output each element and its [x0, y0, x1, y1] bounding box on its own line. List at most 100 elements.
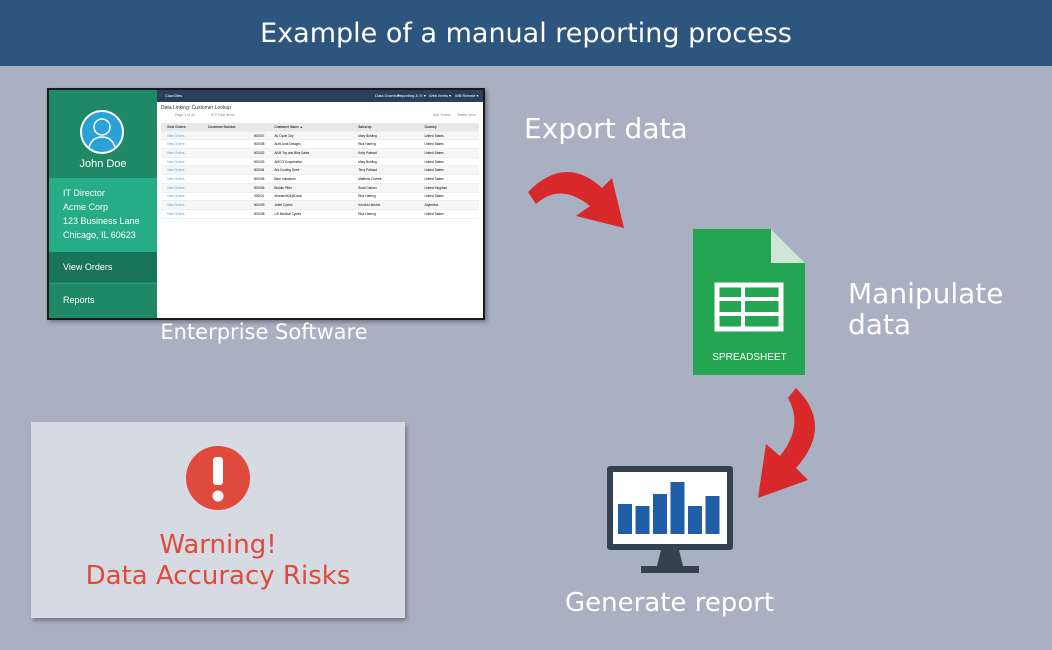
table-cell: United States [424, 159, 444, 164]
report-bar [705, 496, 720, 534]
add-orders-button[interactable]: Add Orders [433, 113, 451, 117]
grid-toolbar: Page 1 of 43 572 Total Items Add Orders … [161, 112, 479, 120]
grid-header-cell[interactable]: Customer Number [207, 124, 236, 129]
user-company: Acme Corp [63, 202, 109, 212]
item-count: 572 Total Items [211, 113, 235, 117]
exclamation-icon [186, 446, 250, 510]
table-cell: Scott Carbon [358, 185, 377, 190]
table-cell: 000009 [253, 203, 265, 208]
user-title: IT Director [63, 188, 105, 198]
menu-item[interactable]: Will Rennie ▾ [455, 93, 479, 98]
view-orders-link[interactable]: View Orders [167, 133, 185, 138]
table-cell: AV Cycle City [274, 133, 294, 138]
table-row: View Orders 000006 Buildis Piller Scott Car… [161, 183, 479, 193]
table-cell: Matthew Corbett [358, 176, 382, 181]
table-cell: 000006 [253, 185, 265, 190]
table-cell: Aloft Junk Designs [274, 142, 301, 147]
profile-panel: John Doe [49, 90, 157, 178]
table-cell: United States [424, 142, 444, 147]
warning-line2: Data Accuracy Risks [85, 561, 351, 591]
view-orders-link[interactable]: View Orders [167, 194, 185, 199]
grid-header-cell[interactable]: View Orders [167, 124, 186, 129]
report-bar [635, 506, 650, 534]
table-cell: Rick Harring [358, 142, 376, 147]
view-orders-link[interactable]: View Orders [167, 185, 185, 190]
manipulate-line1: Manipulate [848, 277, 1004, 310]
table-cell: 000011 [253, 194, 265, 199]
nav-view-orders[interactable]: View Orders [49, 252, 157, 282]
table-cell: Kendra Hendrix [358, 203, 381, 208]
table-cell: Argentina [424, 203, 439, 208]
view-orders-link[interactable]: View Orders [167, 211, 185, 216]
report-bar [688, 506, 702, 534]
delete-view-button[interactable]: Delete View [457, 113, 476, 117]
table-cell: Rick Harring [358, 194, 376, 199]
view-orders-link[interactable]: View Orders [167, 176, 185, 181]
view-orders-link[interactable]: View Orders [167, 168, 185, 173]
table-cell: Ark Cooling Ones [274, 168, 300, 173]
manipulate-line2: data [848, 308, 912, 341]
banner-title: Example of a manual reporting process [0, 0, 1052, 66]
view-orders-link[interactable]: View Orders [167, 203, 185, 208]
table-cell: Mary Bohling [358, 133, 377, 138]
table-cell: United States [424, 150, 444, 155]
table-cell: United Kingdom [424, 185, 448, 190]
table-cell: 000008 [253, 142, 265, 147]
table-cell: 000005 [253, 176, 265, 181]
grid-header-row: View Orders Customer Number Customer Nam… [161, 123, 479, 132]
enterprise-software-screenshot: John Doe IT Director Acme Corp 123 Busin… [47, 88, 485, 320]
table-cell: 000002 [253, 150, 265, 155]
warning-line1: Warning! [159, 530, 277, 560]
table-cell: United States [424, 211, 444, 216]
user-name: John Doe [79, 158, 127, 170]
table-cell: Mary Bohling [358, 159, 377, 164]
table-cell: dbrealm004@Lada [274, 194, 302, 199]
table-cell: Buildis Piller [274, 185, 292, 190]
table-row: View Orders 000007 AV Cycle City Mary Bohli… [161, 131, 479, 141]
nav-reports[interactable]: Reports [49, 283, 157, 318]
table-cell: 000007 [253, 133, 265, 138]
table-cell: 000008 [253, 211, 265, 216]
enterprise-software-caption: Enterprise Software [160, 320, 368, 344]
table-cell: United States [424, 176, 444, 181]
report-bar [670, 482, 685, 534]
view-orders-link[interactable]: View Orders [167, 159, 185, 164]
app-topbar: CiaoSites Data Grants ▾ Reporting & ⊙ ▾ … [157, 90, 483, 102]
menu-item[interactable]: Data Grants ▾ [375, 93, 400, 98]
user-info: IT Director Acme Corp 123 Business Lane … [49, 178, 157, 252]
menu-item[interactable]: Web Items ▾ [429, 93, 452, 98]
table-cell: Kelly Palmad [358, 150, 377, 155]
app-name: CiaoSites [165, 93, 183, 98]
table-cell: Terry Palmad [358, 168, 377, 173]
table-cell: United States [424, 133, 444, 138]
monitor-report-icon [607, 466, 733, 573]
pager[interactable]: Page 1 of 43 [175, 113, 195, 117]
user-city: Chicago, IL 60623 [63, 230, 136, 240]
customer-grid: View Orders Customer Number Customer Nam… [161, 123, 479, 219]
grid-header-cell[interactable]: Country [424, 124, 437, 129]
table-cell: Jebel Cycles [274, 203, 293, 208]
generate-report-label: Generate report [565, 588, 775, 618]
table-cell: United States [424, 194, 444, 199]
user-address: 123 Business Lane [63, 216, 140, 226]
arrow-generate-icon [758, 388, 815, 498]
view-orders-link[interactable]: View Orders [167, 142, 185, 147]
table-cell: Rick Harring [358, 211, 376, 216]
grid-header-cell[interactable]: Customer Name ▲ [274, 124, 303, 129]
arrow-export-icon [528, 171, 624, 228]
grid-header-cell[interactable]: Salesrep [358, 124, 372, 129]
user-avatar-icon [80, 110, 124, 154]
table-cell: United States [424, 168, 444, 173]
menu-item[interactable]: Reporting & ⊙ ▾ [397, 93, 426, 98]
warning-box: Warning! Data Accuracy Risks [31, 422, 405, 618]
table-row: View Orders 000011 dbrealm004@Lada Rick Har… [161, 193, 479, 202]
page-title: Data Linking: Customer Lookup [161, 105, 232, 111]
report-bar [618, 504, 632, 534]
export-data-label: Export data [524, 112, 688, 145]
view-orders-link[interactable]: View Orders [167, 150, 185, 155]
